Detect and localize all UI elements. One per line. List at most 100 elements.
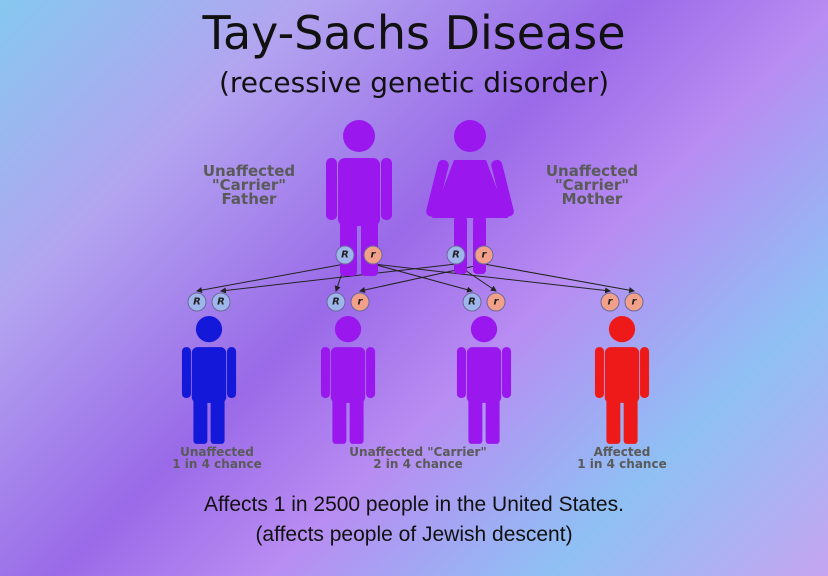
parent-label-line: Father bbox=[222, 190, 278, 208]
parent-label-male: Unaffected"Carrier"Father bbox=[203, 162, 295, 208]
allele-circle bbox=[187, 292, 207, 312]
allele-letter: R bbox=[193, 297, 201, 308]
allele-letter: r bbox=[632, 297, 638, 308]
figure-left-arm bbox=[326, 158, 337, 220]
allele-letter: r bbox=[371, 250, 377, 261]
allele-recessive: r bbox=[363, 245, 383, 265]
figure-torso bbox=[330, 347, 366, 403]
allele-dominant: R bbox=[211, 292, 231, 312]
allele-letter: R bbox=[452, 250, 460, 261]
figure-right-arm bbox=[491, 159, 514, 217]
parent-label-female: Unaffected"Carrier"Mother bbox=[546, 162, 638, 208]
figure-right-arm bbox=[502, 347, 512, 398]
child-label-line-2: 1 in 4 chance bbox=[577, 457, 666, 471]
child-label-line-2: 1 in 4 chance bbox=[172, 457, 261, 471]
figure-right-arm bbox=[640, 347, 650, 398]
allele-circle bbox=[326, 292, 346, 312]
child-label-line-1: Affected bbox=[594, 445, 651, 459]
inheritance-arrow bbox=[372, 263, 611, 294]
allele-letter: R bbox=[332, 297, 340, 308]
figure-left-leg bbox=[193, 398, 208, 444]
figure-right-leg bbox=[473, 216, 486, 274]
figure-head bbox=[454, 120, 486, 152]
figure-left-leg bbox=[454, 216, 467, 274]
allele-circle bbox=[474, 245, 494, 265]
figure-right-leg bbox=[349, 398, 364, 444]
figure-head bbox=[608, 316, 636, 343]
allele-dominant: R bbox=[446, 245, 466, 265]
allele-circle bbox=[335, 245, 355, 265]
slide-subtitle: (recessive genetic disorder) bbox=[218, 66, 610, 99]
child-label-line-2: 2 in 4 chance bbox=[373, 457, 462, 471]
inheritance-arrow bbox=[483, 263, 635, 294]
parent-label-line: "Carrier" bbox=[555, 176, 629, 194]
allele-circle bbox=[486, 292, 506, 312]
figure-head bbox=[334, 316, 362, 343]
figure-left-arm bbox=[320, 347, 330, 398]
allele-circle bbox=[363, 245, 383, 265]
allele-letter: r bbox=[608, 297, 614, 308]
allele-letter: R bbox=[468, 297, 476, 308]
figure-head bbox=[195, 316, 223, 343]
figure-right-leg bbox=[210, 398, 225, 444]
figure-head bbox=[470, 316, 498, 343]
child-label-line-1: Unaffected "Carrier" bbox=[349, 445, 486, 459]
allele-letter: r bbox=[494, 297, 500, 308]
child-figure-1 bbox=[181, 316, 237, 444]
child-figure-2 bbox=[320, 316, 376, 444]
figure-head bbox=[343, 120, 375, 152]
figure-left-leg bbox=[332, 398, 347, 444]
figure-torso bbox=[338, 158, 380, 226]
figure-right-arm bbox=[366, 347, 376, 398]
allele-letter: R bbox=[341, 250, 349, 261]
allele-dominant: R bbox=[326, 292, 346, 312]
parent-figure-female bbox=[426, 120, 514, 274]
figure-left-leg bbox=[606, 398, 621, 444]
figure-right-arm bbox=[381, 158, 392, 220]
allele-circle bbox=[446, 245, 466, 265]
allele-circle bbox=[462, 292, 482, 312]
figure-torso bbox=[466, 347, 502, 403]
figure-right-arm bbox=[227, 347, 237, 398]
figure-torso bbox=[604, 347, 640, 403]
labels-group: Unaffected"Carrier"FatherUnaffected"Carr… bbox=[172, 162, 666, 471]
inheritance-arrow bbox=[372, 263, 473, 293]
figure-torso bbox=[191, 347, 227, 403]
footnote-line-2: (affects people of Jewish descent) bbox=[255, 523, 573, 546]
footnote: Affects 1 in 2500 people in the United S… bbox=[0, 490, 828, 550]
allele-circle bbox=[600, 292, 620, 312]
allele-recessive: r bbox=[486, 292, 506, 312]
allele-recessive: r bbox=[624, 292, 644, 312]
figure-right-leg bbox=[623, 398, 638, 444]
figure-left-arm bbox=[594, 347, 604, 398]
parent-label-line: Unaffected bbox=[546, 162, 638, 180]
allele-letter: R bbox=[217, 297, 225, 308]
figure-left-leg bbox=[468, 398, 483, 444]
allele-dominant: R bbox=[462, 292, 482, 312]
figure-left-arm bbox=[426, 159, 449, 217]
allele-recessive: r bbox=[600, 292, 620, 312]
allele-circle bbox=[211, 292, 231, 312]
child-figure-3 bbox=[456, 316, 512, 444]
inheritance-arrows bbox=[196, 263, 635, 294]
figure-dress bbox=[432, 160, 508, 218]
allele-recessive: r bbox=[350, 292, 370, 312]
allele-dominant: R bbox=[187, 292, 207, 312]
footnote-line-1: Affects 1 in 2500 people in the United S… bbox=[204, 493, 624, 516]
allele-circle bbox=[350, 292, 370, 312]
slide-title: Tay-Sachs Disease bbox=[202, 6, 626, 60]
child-figure-4 bbox=[594, 316, 650, 444]
allele-letter: r bbox=[482, 250, 488, 261]
child-label-line-1: Unaffected bbox=[180, 445, 254, 459]
parent-label-line: Unaffected bbox=[203, 162, 295, 180]
allele-recessive: r bbox=[474, 245, 494, 265]
figure-left-arm bbox=[456, 347, 466, 398]
figure-left-arm bbox=[181, 347, 191, 398]
parent-label-line: "Carrier" bbox=[212, 176, 286, 194]
allele-circle bbox=[624, 292, 644, 312]
allele-letter: r bbox=[358, 297, 364, 308]
allele-dominant: R bbox=[335, 245, 355, 265]
